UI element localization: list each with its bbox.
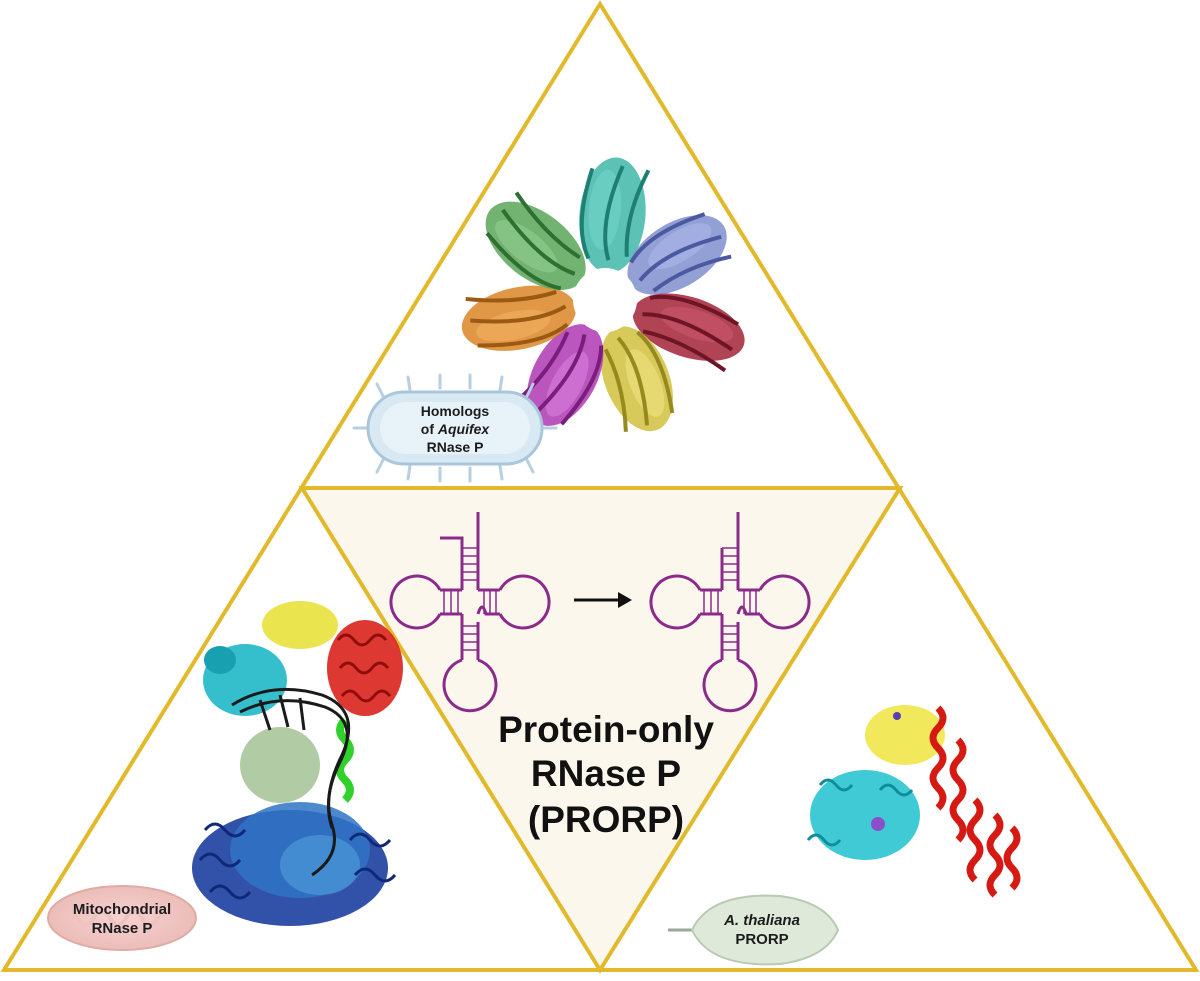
ring-subunit-magenta bbox=[516, 324, 604, 426]
mito-label-line2: RNase P bbox=[92, 920, 153, 937]
ring-subunit-orange bbox=[461, 285, 577, 351]
mature-trna-schematic bbox=[649, 512, 811, 713]
homolog-label-line2: of Aquifex bbox=[421, 421, 491, 437]
ring-subunit-crimson bbox=[632, 293, 745, 373]
homolog-label-line1: Homologs bbox=[421, 403, 490, 419]
homolog-label-line3: RNase P bbox=[427, 439, 484, 455]
mitochondrion-icon bbox=[47, 885, 197, 951]
homolog-ring-structure bbox=[461, 157, 745, 432]
prorp-label-line2: PRORP bbox=[735, 931, 788, 948]
center-title-line3: (PRORP) bbox=[528, 799, 684, 840]
ring-subunit-teal bbox=[579, 157, 651, 274]
processing-arrow bbox=[574, 592, 632, 608]
mito-label-line1: Mitochondrial bbox=[73, 901, 171, 918]
athaliana-prorp-structure bbox=[806, 705, 1021, 898]
mitochondrial-rnasep-structure bbox=[192, 601, 403, 926]
center-title-line2: RNase P bbox=[531, 753, 681, 794]
ring-subunit-yellow bbox=[600, 326, 675, 432]
center-title-line1: Protein-only bbox=[498, 709, 714, 750]
ring-subunit-slate bbox=[627, 212, 732, 295]
pre-trna-schematic bbox=[389, 512, 551, 713]
bacterium-icon bbox=[352, 373, 558, 483]
leaf-icon bbox=[668, 894, 840, 966]
ring-subunit-green bbox=[485, 191, 586, 291]
prorp-label-line1: A. thaliana bbox=[723, 912, 800, 929]
